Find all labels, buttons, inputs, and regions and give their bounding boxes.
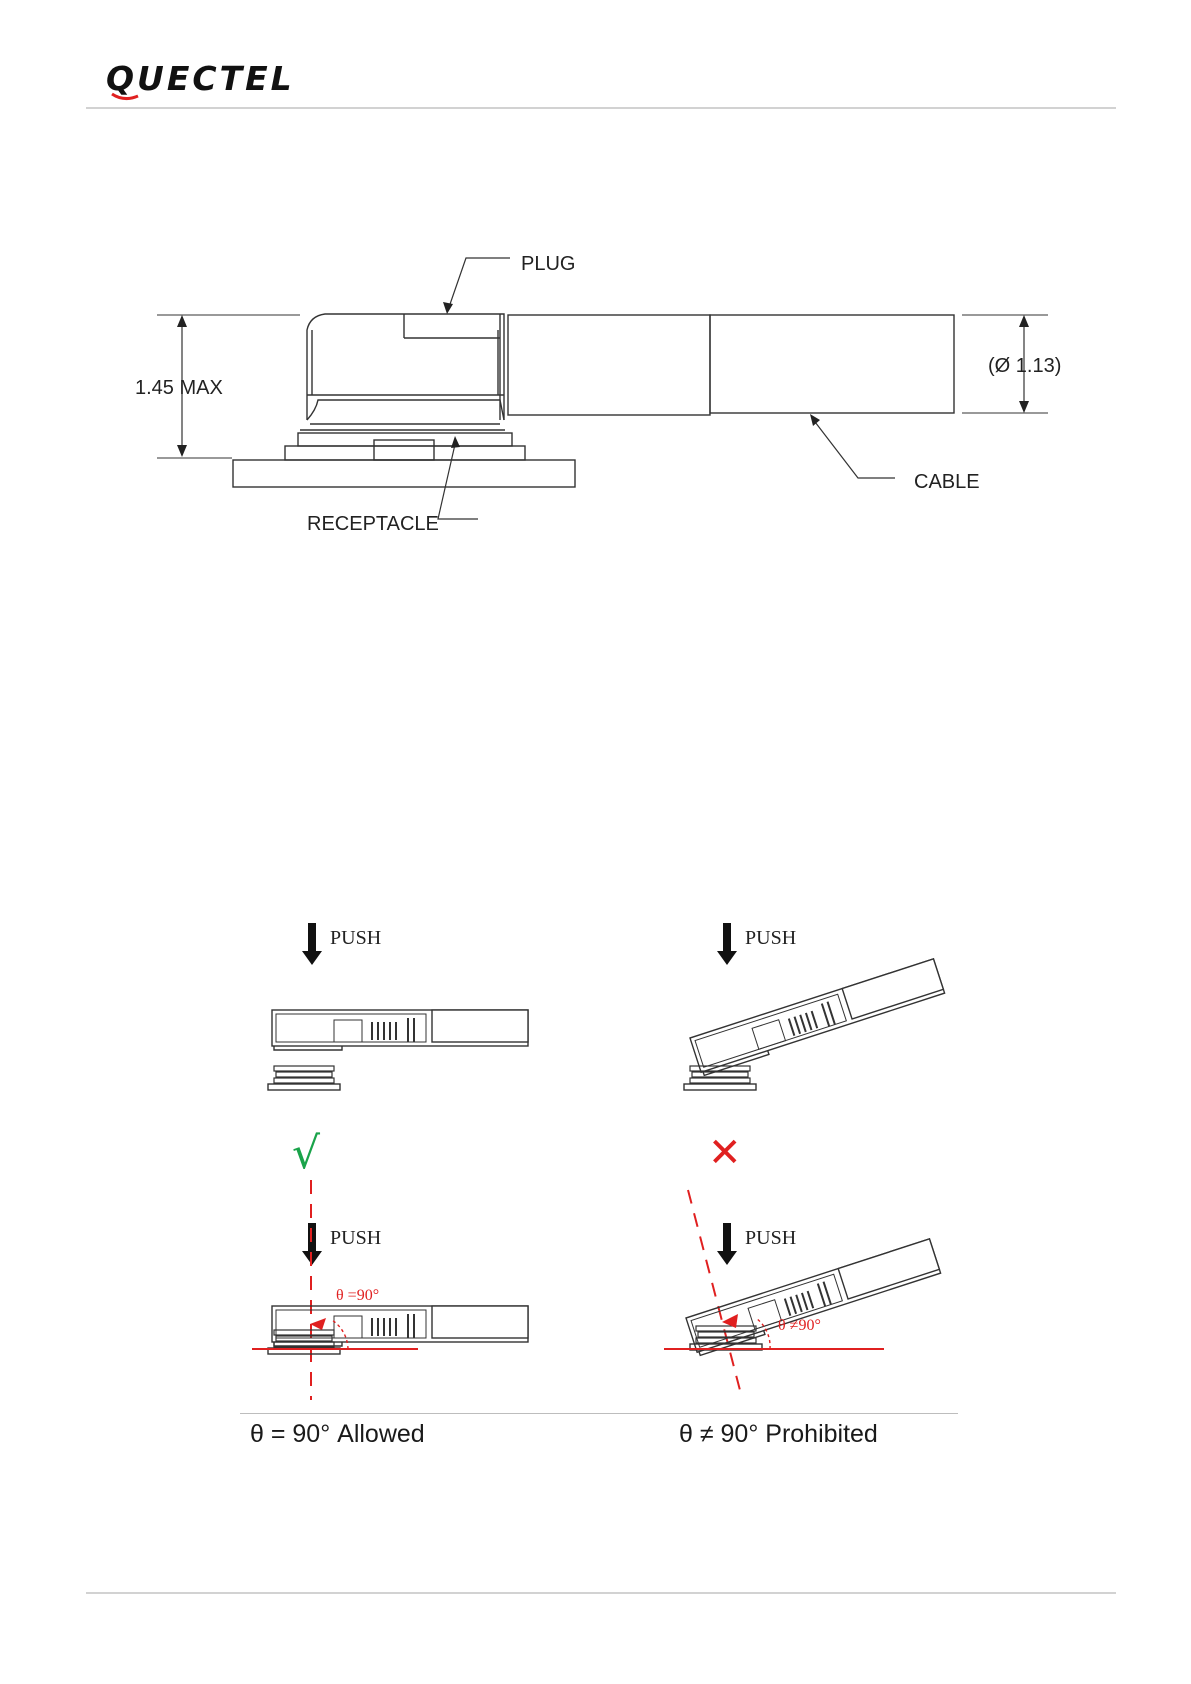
label-plug: PLUG (521, 253, 575, 275)
caption-rule (240, 1413, 958, 1414)
push-label-4: PUSH (745, 1227, 796, 1249)
label-cable: CABLE (914, 471, 980, 493)
allowed-check-icon: √ (292, 1128, 321, 1179)
push-label-3: PUSH (330, 1227, 381, 1249)
header-rule (86, 107, 1116, 109)
caption-prohibited: θ ≠ 90° Prohibited (679, 1420, 878, 1449)
prohibited-cross-icon: ✕ (708, 1130, 742, 1176)
connector-dimension-figure: PLUG 1.45 MAX (Ø 1.13) CABLE RECEPTACLE (0, 220, 1191, 540)
quectel-logo: QUECTEL (104, 56, 344, 104)
logo-text: QUECTEL (106, 59, 295, 98)
angle-bad-label: θ ≠90° (778, 1317, 821, 1334)
label-diameter: (Ø 1.13) (988, 355, 1061, 377)
caption-allowed: θ = 90° Allowed (250, 1420, 425, 1449)
label-receptacle: RECEPTACLE (307, 513, 439, 535)
footer-rule (86, 1592, 1116, 1594)
angle-ok-label: θ =90° (336, 1287, 379, 1304)
label-height: 1.45 MAX (135, 377, 223, 399)
push-label-2: PUSH (745, 927, 796, 949)
insertion-angle-figure: PUSH PUSH PUSH PUSH √ ✕ θ =90° θ ≠90° (0, 900, 1191, 1410)
push-label-1: PUSH (330, 927, 381, 949)
